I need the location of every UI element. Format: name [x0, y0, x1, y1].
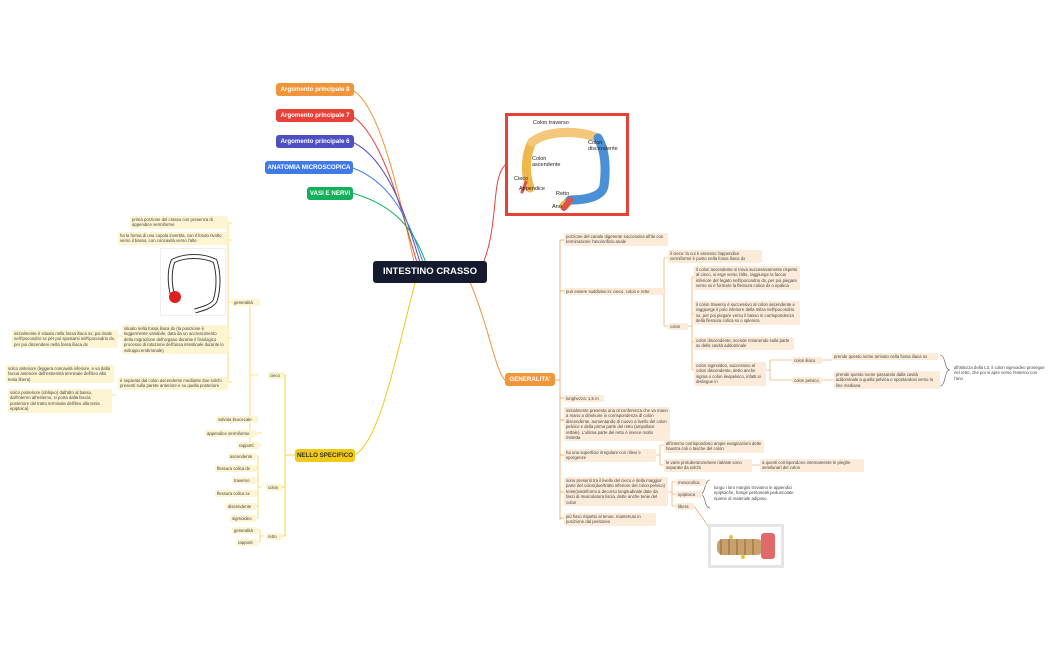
- g-pieghe[interactable]: a questi corrispondono internamente le p…: [760, 459, 864, 472]
- label-colon-traverso: Colon traverso: [533, 120, 569, 126]
- label-ano: Ano: [552, 204, 562, 210]
- l-generalita-retto[interactable]: generalità: [232, 527, 258, 535]
- g-tenia-mesocolica[interactable]: mesocolica: [676, 479, 706, 487]
- g-rispetto-tenue[interactable]: più fisso rispetto al tenue, mantenuto i…: [564, 513, 656, 526]
- l-situato[interactable]: situato nella fossa iliaca dx (la posizi…: [122, 325, 228, 355]
- l-valvola-ileocecale[interactable]: valvola ileocecale: [216, 416, 258, 424]
- g-suddiviso[interactable]: può essere suddiviso in: cieco, colon e …: [564, 288, 664, 296]
- large-intestine-outline-icon: [167, 254, 221, 314]
- l-rapporti[interactable]: rapporti: [237, 442, 259, 450]
- l-solco-anteriore[interactable]: solco anteriore (leggera concavità infer…: [6, 365, 114, 384]
- g-cieco-desc[interactable]: il cieco: la cui è annesso l'appendice v…: [668, 250, 762, 263]
- branch-arg7[interactable]: Argomento principale 7: [276, 109, 354, 122]
- g-colon-sigmoideo[interactable]: colon sigmoideo, successivo al colon dis…: [694, 362, 766, 386]
- g-solchi[interactable]: le varie protuberanze/aree rialzate sono…: [664, 459, 752, 472]
- g-colon-discendente[interactable]: colon discendente, scende rimanendo sull…: [694, 337, 794, 350]
- label-retto: Retto: [556, 191, 570, 197]
- l-generalita[interactable]: generalità: [232, 299, 260, 307]
- l-prima-porzione[interactable]: prima porzione del crasso con presenza d…: [130, 216, 228, 229]
- l-rapporti-retto[interactable]: rapporti: [236, 539, 258, 547]
- root-topic[interactable]: INTESTINO CRASSO: [373, 261, 487, 283]
- colon-illustration-icon: [520, 127, 610, 211]
- l-cupola[interactable]: ha la forma di una cupola invertita, con…: [118, 232, 228, 245]
- g-colon-iliaco[interactable]: colon iliaco: [792, 357, 822, 365]
- l-discendente[interactable]: discendente: [226, 503, 256, 511]
- l-cieco[interactable]: cieco: [268, 372, 284, 380]
- l-appendice-vermiforme[interactable]: appendice vermiforme: [205, 430, 257, 438]
- g-colon-label[interactable]: colon: [668, 323, 688, 331]
- g-haustra[interactable]: all'interno corrispondono ampie evaginaz…: [664, 440, 764, 453]
- g-altezza-l3[interactable]: all'altezza della L3, il colon sigmoideo…: [954, 365, 1045, 381]
- branch-arg8[interactable]: Argomento principale 8: [276, 83, 354, 96]
- g-lunghezza[interactable]: lunghezza: 1,5 m: [564, 395, 604, 403]
- colon-image: Colon traverso Colon discendente Colon a…: [505, 113, 629, 216]
- g-porzione[interactable]: porzione del canale digerente successiva…: [564, 233, 668, 246]
- g-appendici-epiploiche[interactable]: lungo i loro margini troviamo le appendi…: [714, 485, 794, 501]
- l-separato[interactable]: è separato dal colon ascendente mediante…: [118, 377, 228, 390]
- branch-nello-specifico[interactable]: NELLO SPECIFICO: [295, 449, 355, 462]
- l-retto[interactable]: retto: [266, 533, 282, 541]
- branch-vasi-nervi[interactable]: VASI E NERVI: [307, 187, 353, 200]
- l-flessura-sx[interactable]: flessura colica sx: [215, 490, 257, 498]
- g-colon-pelvico[interactable]: colon pelvico: [792, 377, 822, 385]
- l-traverso[interactable]: traverso: [232, 477, 256, 485]
- label-colon-discendente: Colon discendente: [588, 140, 618, 152]
- label-appendice: Appendice: [519, 186, 545, 192]
- g-colon-pelvico-desc[interactable]: prende questo nome passando dalla cavità…: [834, 371, 940, 390]
- g-colon-iliaco-desc[interactable]: prende questo nome arrivato nella fossa …: [832, 353, 938, 361]
- colon-section-icon: [717, 533, 775, 559]
- branch-arg6[interactable]: Argomento principale 6: [276, 135, 354, 148]
- l-inizialmente[interactable]: inizialmente è situato nella fossa iliac…: [12, 330, 118, 349]
- g-tenia-libera[interactable]: libera: [676, 503, 694, 511]
- g-superficie[interactable]: ha una superficie irregolare con rilievi…: [564, 449, 656, 462]
- l-flessura-dx[interactable]: flessura colica dx: [215, 465, 257, 473]
- tenie-image: [708, 524, 784, 568]
- g-circonferenza[interactable]: inizialmente presenta una circonferenza …: [564, 407, 670, 442]
- branch-generalita[interactable]: GENERALITA': [505, 373, 555, 386]
- branch-anatomia-microscopica[interactable]: ANATOMIA MICROSCOPICA: [265, 161, 353, 174]
- l-ascendente[interactable]: ascendente: [228, 453, 256, 461]
- g-tenia-epiploica[interactable]: epiploica: [676, 491, 702, 499]
- g-colon-traverso[interactable]: il colon traverso è successivo al colon …: [694, 301, 800, 325]
- l-colon[interactable]: colon: [266, 484, 282, 492]
- g-colon-ascendente[interactable]: il colon ascendente si trova successivam…: [694, 266, 800, 290]
- l-sigmoideo[interactable]: sigmoideo: [230, 515, 256, 523]
- l-solco-posteriore[interactable]: solco posteriore (obliquo) dall'alto al …: [8, 389, 112, 413]
- cieco-image: [160, 248, 226, 316]
- label-colon-ascendente: Colon ascendente: [532, 156, 561, 168]
- g-tenie[interactable]: sono presenti tra il livello del cieco e…: [564, 477, 668, 507]
- label-cieco: Cieco: [514, 176, 529, 182]
